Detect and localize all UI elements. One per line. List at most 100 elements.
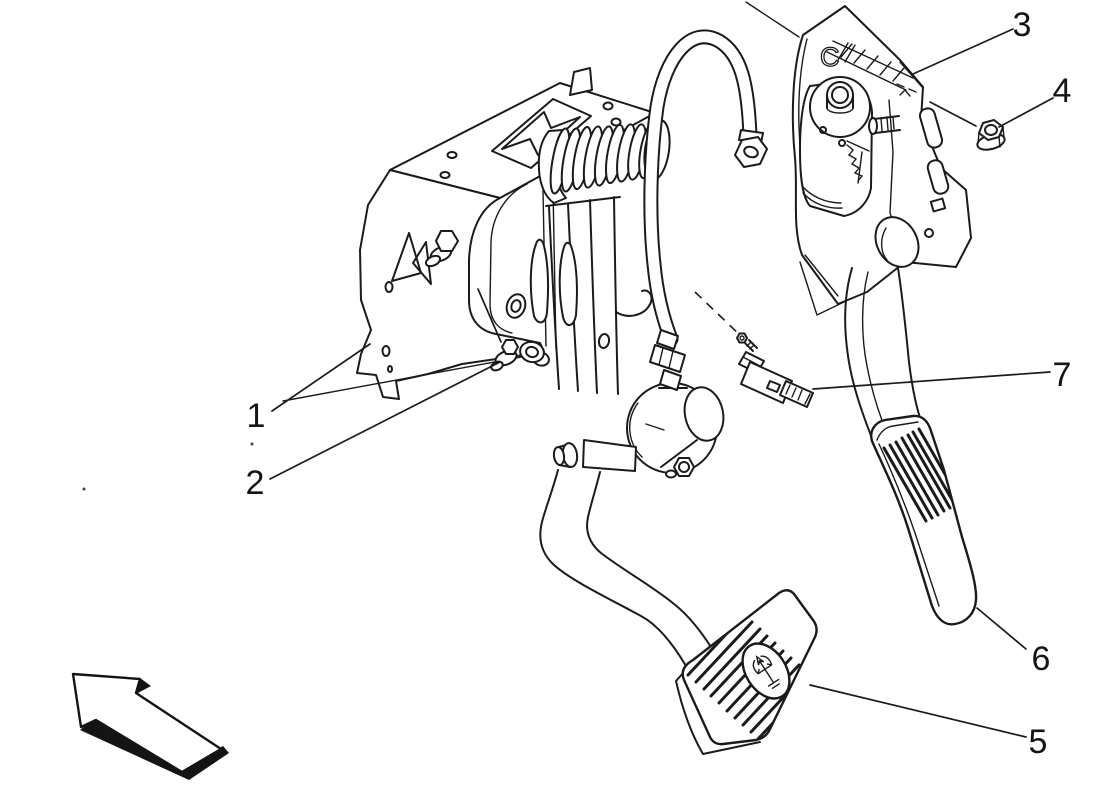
bracket-hole [610,117,622,127]
projection-line-2 [477,288,502,343]
scan-speck [250,442,254,446]
hose-lower-connector [649,329,686,391]
accelerator-module: C [791,5,972,316]
plate-marks [896,83,917,97]
bracket-triangular-cutout [391,232,422,282]
hose-body [645,31,756,345]
callout-7[interactable]: 7 [1053,356,1072,394]
lower-bolt [665,457,695,479]
leader-line-4 [998,97,1054,128]
hose-union-fitting [734,129,768,168]
arm-edge [548,206,560,390]
nut-bore [984,124,998,136]
leader-line-7 [812,371,1051,390]
plate-rib-band [826,40,914,91]
switch-body [740,361,793,404]
accel-pad-face [870,414,978,626]
cylinder-face [683,386,725,442]
kickdown-lobe [874,216,920,268]
motor-end-rings [801,185,843,209]
accel-arm-left [844,267,874,442]
motor-cap [826,81,854,114]
plate-hatching [840,43,905,82]
leader-line-1 [271,343,371,412]
pivot-boss-inner [510,299,522,313]
bracket-hole [446,151,458,159]
accel-pad-ribs [882,427,963,523]
callout-6[interactable]: 6 [1032,640,1051,678]
bracket-channel-fold [489,183,528,334]
small-stud [597,333,611,349]
flanged-nut [976,119,1006,151]
motor-screw [819,126,827,134]
callout-5[interactable]: 5 [1029,723,1048,761]
mounting-stud [868,115,901,135]
bracket-top-tab [569,67,593,96]
callout-3[interactable]: 3 [1013,6,1032,44]
cylinder-inner-arc [629,402,643,458]
brake-pad-side-wall [675,671,761,755]
leader-lines [269,28,1054,738]
callout-1[interactable]: 1 [247,397,266,435]
housing-hole [924,228,934,238]
arm-edge [613,196,619,395]
washer-stack-bolt [519,340,550,367]
cylinder-tick [645,423,665,431]
mounting-bar-bolt [552,442,579,468]
edge-construction-line [745,1,800,38]
accelerator-pedal [844,267,978,626]
bracket-hole [381,345,391,357]
housing-slot [926,159,950,195]
switch-tip [736,332,748,344]
mounting-bar [582,439,637,472]
brake-arm-right-edge [586,471,712,648]
bracket-side-plate [356,169,545,400]
projection-line-4 [929,101,977,127]
leader-line-5 [809,684,1027,738]
accel-arm-ridge [861,271,888,434]
bracket-channel-slot [529,238,549,324]
leader-line-2 [269,361,501,480]
arrow-barb-shadow [136,678,151,694]
housing-slot [918,107,944,149]
arm-cross-edge [545,196,621,207]
lobe-inner-arc [880,227,888,261]
housing-clip [929,197,947,213]
plate-foot [799,254,847,316]
master-cylinder [490,333,725,479]
leader-line-3 [912,28,1014,75]
brake-pedal [539,469,818,755]
nut-hex [978,119,1004,141]
switch-stem [744,339,758,352]
arm-edge [589,199,598,394]
callout-labels: 1 2 3 4 5 6 7 [246,6,1072,761]
accel-pad-inner-edge [876,421,940,607]
bracket-hole [439,171,451,179]
switch-connector [779,380,814,408]
bracket-pivot-bolt [424,230,459,268]
callout-4[interactable]: 4 [1053,72,1072,110]
brake-arm-left-edge [539,469,687,667]
arm-lightening-slot [558,241,578,326]
switch-projection-line [694,291,742,337]
bracket-hole [384,281,394,293]
bracket-hole [387,365,393,373]
brake-light-switch [736,332,814,408]
serrated-clamp [846,140,870,184]
switch-detail [766,380,781,393]
spring-lower-hook [615,289,653,317]
pedal-arm-cluster [545,196,621,395]
motor-screw [838,139,846,147]
direction-arrow [71,672,229,780]
scan-speck [82,487,86,491]
bracket-hole [602,101,614,111]
pedal-support-bracket [282,67,656,402]
hydraulic-hose [643,29,768,391]
pivot-boss [505,293,527,319]
cast-marking-slashes [837,42,856,63]
bracket-slot-zigzag [501,111,581,156]
callout-2[interactable]: 2 [246,464,265,502]
leader-line-6 [976,607,1027,650]
